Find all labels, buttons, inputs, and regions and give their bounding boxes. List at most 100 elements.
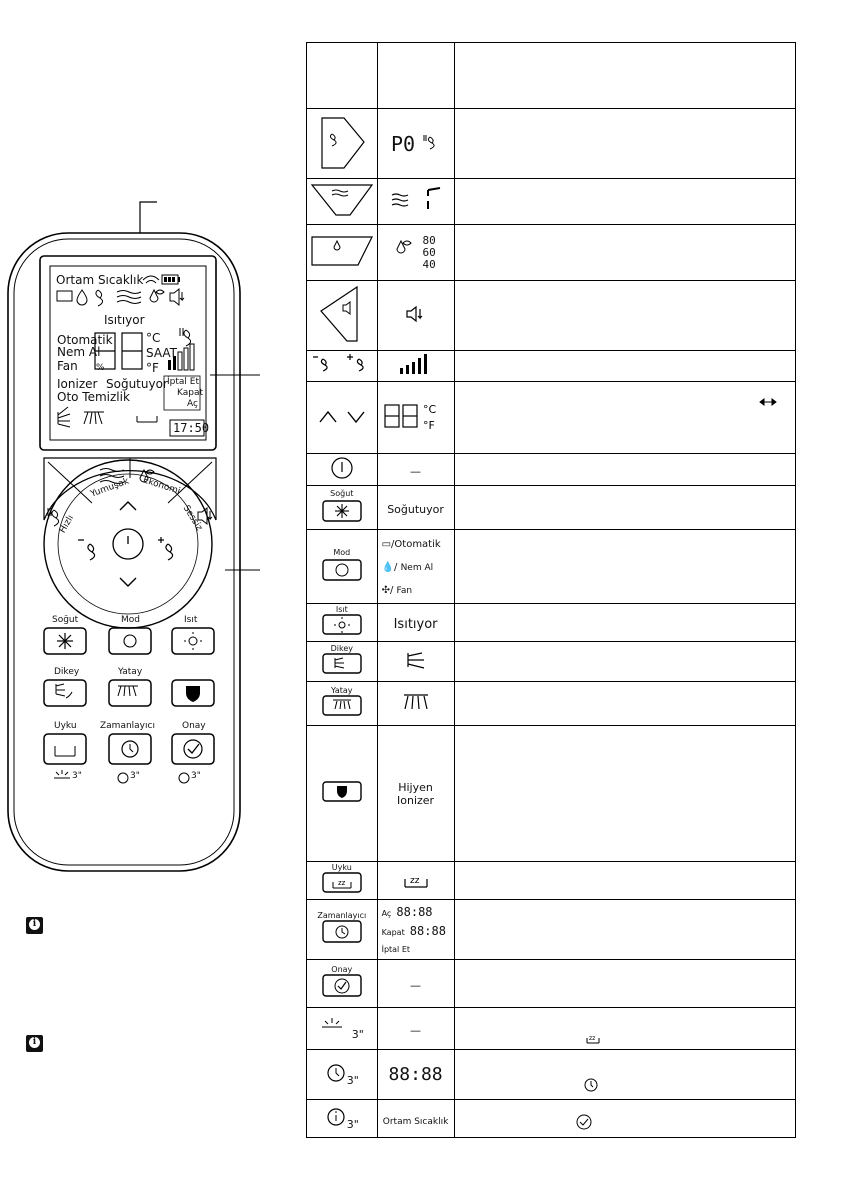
confirm-button-label[interactable]: Onay (182, 721, 206, 731)
vertical-button-cell: Dikey (306, 641, 378, 682)
function-table: P0 80 60 40 (306, 42, 797, 1138)
ambient-display-text: Ortam Sıcaklık (382, 1117, 449, 1127)
table-row: 3" Ortam Sıcaklık (306, 1099, 797, 1138)
lcd-dry-label: Nem Al (57, 345, 101, 359)
eco-levels-text: 80 60 40 (422, 233, 436, 271)
table-row: 80 60 40 (306, 224, 797, 281)
cool-button-label[interactable]: Soğut (52, 615, 79, 625)
silent-display-icon (405, 305, 422, 322)
lcd-heating-label: Isıtıyor (104, 313, 145, 327)
mode-dry-text: Nem Al (400, 563, 434, 573)
heat-button-label[interactable]: Isıt (184, 615, 198, 625)
timer-3s-display-clock: 88:88 (388, 1064, 443, 1085)
table-row (306, 280, 797, 351)
lcd-ionizer-label: Ionizer (57, 377, 98, 391)
svg-text:zz: zz (338, 879, 346, 887)
confirm-3s-label: 3" (191, 771, 201, 781)
mode-display-cell: ▭/Otomatik 💧/ Nem Al ✣/ Fan (376, 529, 455, 604)
table-row: Mod ▭/Otomatik 💧/ Nem Al ✣/ Fan (306, 529, 797, 604)
confirm-button-cell: Onay (306, 959, 378, 1008)
mode-cycle-icon (322, 558, 362, 581)
table-header-row (306, 42, 797, 109)
timer-button-cell: Zamanlayıcı (306, 899, 378, 960)
ionizer-display-text: Ionizer (397, 793, 435, 807)
heat-button-cell: Isıt (306, 603, 378, 642)
timer-3s-text: 3" (346, 1073, 359, 1087)
table-row: — (306, 453, 797, 486)
info-circle-icon (327, 1107, 345, 1126)
lcd-ambient-label: Ortam Sıcaklık (56, 273, 144, 287)
checkmark-small-icon (576, 1114, 592, 1130)
power-display-cell: — (376, 453, 455, 486)
table-row: 3" 88:88 (306, 1049, 797, 1100)
snowflake-icon (322, 499, 362, 522)
cool-cell-label: Soğut (330, 488, 354, 498)
double-arrow-icon (759, 398, 777, 406)
vertical-display-cell (376, 641, 455, 682)
mode-button-cell: Mod (306, 529, 378, 604)
sun-icon (322, 614, 362, 635)
power-button-cell (306, 453, 378, 486)
lcd-cancel-label: İptal Et (167, 377, 199, 387)
horizontal-button-label[interactable]: Yatay (118, 667, 143, 677)
remote-control: Ortam Sıcaklık Isıtıyor Otomatik Nem Al … (0, 0, 300, 1191)
info-icon: i (26, 917, 43, 934)
info-icon: i (26, 1035, 43, 1052)
timer-3s-note-cell (453, 1049, 797, 1100)
hygiene-button-cell (306, 725, 378, 862)
timer-off-text: Kapat (381, 928, 405, 937)
svg-text:zz: zz (410, 876, 420, 886)
svg-text:°F: °F (423, 419, 435, 432)
fan-level-bars-icon (399, 354, 427, 374)
fast-fan-icon (423, 135, 435, 150)
mode-button-label[interactable]: Mod (121, 615, 140, 625)
horizontal-cell-label: Yatay (331, 686, 353, 695)
clock-icon (327, 1063, 345, 1082)
confirm-display-cell: — (376, 959, 455, 1008)
temp-digits-icon: °C °F (383, 403, 437, 432)
horizontal-swing-display-icon (403, 693, 428, 709)
table-row: 3" — zz (306, 1007, 797, 1050)
lcd-on-label: Aç (187, 399, 198, 409)
fast-display-cell: P0 (376, 108, 455, 179)
lcd-selfclean-label: Oto Temizlik (57, 390, 130, 404)
table-row: Zamanlayıcı Aç 88:88 Kapat 88:88 İptal E… (306, 899, 797, 960)
fast-button-icon (321, 116, 365, 169)
shield-icon (322, 780, 362, 802)
sleep-3s-label: 3" (72, 771, 82, 781)
confirm-cell-label: Onay (331, 965, 353, 974)
table-row: P0 (306, 108, 797, 179)
remote-outline (7, 201, 260, 872)
timer-display-cell: Aç 88:88 Kapat 88:88 İptal Et (376, 899, 455, 960)
heat-cell-label: Isıt (335, 605, 348, 614)
heat-display-cell: Isıtıyor (376, 603, 455, 642)
fan-speed-buttons-icon (312, 354, 364, 372)
light-3s-display-dash: — (410, 1024, 422, 1037)
mode-fan-icon: ✣/ (381, 585, 397, 596)
info-3s-cell: 3" (306, 1099, 378, 1138)
light-3s-text: 3" (351, 1027, 364, 1041)
table-row: Dikey (306, 641, 797, 682)
lcd-time: 17:50 (173, 421, 210, 435)
timer-3s-label: 3" (130, 771, 140, 781)
vertical-swing-display-icon (406, 651, 424, 669)
horizontal-swing-icon (322, 695, 362, 716)
svg-text:°C: °C (423, 403, 437, 416)
silent-button-cell (306, 280, 378, 351)
mode-dry-icon: 💧/ (381, 562, 401, 573)
table-row: Yatay (306, 681, 797, 726)
timer-on-clock: 88:88 (396, 905, 433, 919)
lcd-off-label: Kapat (177, 388, 204, 398)
mode-auto-text: Otomatik (394, 539, 441, 550)
soft-button-icon (310, 183, 373, 216)
hygiene-display-cell: Hijyen Ionizer (376, 725, 455, 862)
sleep-button-label[interactable]: Uyku (54, 721, 77, 731)
silent-display-cell (376, 280, 455, 351)
timer-button-label[interactable]: Zamanlayıcı (100, 721, 155, 731)
timer-cancel-text: İptal Et (381, 945, 411, 954)
sleep-display-icon: zz (403, 876, 428, 888)
eco-button-cell (306, 224, 378, 281)
lcd-fahrenheit-label: °F (146, 361, 159, 375)
vertical-cell-label: Dikey (330, 644, 353, 653)
vertical-button-label[interactable]: Dikey (54, 667, 80, 677)
